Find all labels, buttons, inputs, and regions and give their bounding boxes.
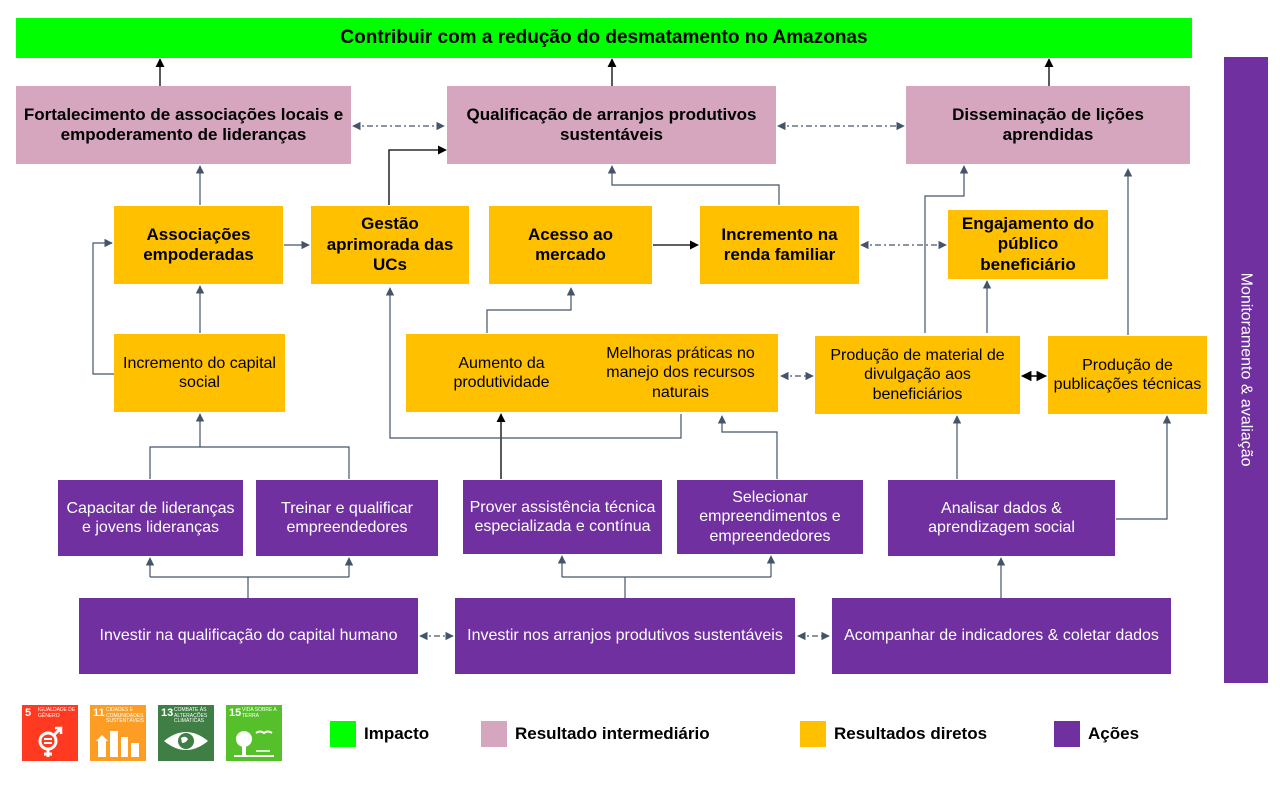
intermediate-qualificacao: Qualificação de arranjos produtivos sust… [447, 86, 776, 164]
sdg-15-number: 15 [229, 707, 242, 719]
direct-gestao-label: Gestão aprimorada das UCs [326, 214, 454, 275]
legend-label-diretos: Resultados diretos [834, 724, 988, 743]
legend-diretos: Resultados diretos [800, 721, 987, 747]
sdg-11-number: 11 [93, 707, 105, 719]
city-icon [96, 731, 139, 757]
legend-acoes: Ações [1054, 721, 1139, 747]
intermediate-disseminacao: Disseminação de lições aprendidas [906, 86, 1190, 164]
direct-aumento-label: Aumento da produtividade [453, 354, 550, 391]
direct-producao-publicacoes: Produção de publicações técnicas [1048, 336, 1207, 414]
impact-label: Contribuir com a redução do desmatamento… [340, 26, 868, 48]
direct-engajamento: Engajamento do público beneficiário [948, 210, 1108, 279]
direct-melhoras: Melhoras práticas no manejo dos recursos… [583, 334, 778, 412]
direct-producao-material-label: Produção de material de divulgação aos b… [830, 347, 1005, 403]
direct-associacoes-label: Associações empoderadas [143, 224, 254, 264]
intermediate-qualificacao-label: Qualificação de arranjos produtivos sust… [466, 104, 757, 144]
legend-impacto: Impacto [330, 721, 429, 747]
sdg-11-text: CIDADES E COMUNIDADES SUSTENTÁVEIS [106, 707, 145, 724]
action-investir-arranjos: Investir nos arranjos produtivos sustent… [455, 598, 795, 674]
direct-melhoras-label: Melhoras práticas no manejo dos recursos… [606, 345, 755, 401]
sdg-5-text: IGUALDADE DE GÊNERO [38, 707, 76, 719]
direct-acesso-label: Acesso ao mercado [527, 224, 614, 264]
direct-acesso: Acesso ao mercado [489, 206, 652, 284]
intermediate-fortalecimento-label: Fortalecimento de associações locais e e… [23, 104, 344, 144]
sdg-15-text: VIDA SOBRE A TERRA [242, 707, 277, 719]
action-investir-capital-label: Investir na qualificação do capital huma… [99, 627, 398, 645]
intermediate-fortalecimento: Fortalecimento de associações locais e e… [16, 86, 351, 164]
direct-aumento: Aumento da produtividade [406, 334, 597, 412]
legend-label-acoes: Ações [1088, 724, 1140, 743]
action-treinar: Treinar e qualificar empreendedores [256, 480, 438, 556]
legend-label-intermediario: Resultado intermediário [515, 724, 710, 743]
legend-label-impacto: Impacto [364, 724, 430, 743]
monitoring-label: Monitoramento & avaliação [1237, 273, 1255, 467]
sdg-badge-5: 5 IGUALDADE DE GÊNERO [22, 705, 78, 761]
eye-globe-icon [164, 732, 208, 750]
direct-producao-material: Produção de material de divulgação aos b… [815, 336, 1020, 414]
direct-associacoes: Associações empoderadas [114, 206, 283, 284]
legend-intermediario: Resultado intermediário [481, 721, 710, 747]
action-prover-label: Prover assistência técnica especializada… [469, 498, 656, 535]
action-capacitar-label: Capacitar de lideranças e jovens lideran… [66, 499, 235, 536]
legend-swatch-impacto [330, 721, 356, 747]
direct-incremento-capital-label: Incremento do capital social [123, 354, 276, 391]
direct-incremento-capital: Incremento do capital social [114, 334, 285, 412]
gender-equality-icon [38, 726, 63, 757]
arrow-gestao-qualificacao [388, 145, 447, 205]
legend-swatch-diretos [800, 721, 826, 747]
direct-producao-publicacoes-label: Produção de publicações técnicas [1053, 356, 1202, 393]
action-capacitar: Capacitar de lideranças e jovens lideran… [58, 480, 243, 556]
intermediate-disseminacao-label: Disseminação de lições aprendidas [952, 104, 1144, 144]
direct-engajamento-label: Engajamento do público beneficiário [961, 213, 1095, 274]
sdg-5-number: 5 [25, 707, 32, 719]
action-selecionar-label: Selecionar empreendimentos e empreendedo… [699, 489, 841, 545]
action-acompanhar-label: Acompanhar de indicadores & coletar dado… [844, 627, 1159, 645]
legend-swatch-acoes [1054, 721, 1080, 747]
impact-box: Contribuir com a redução do desmatamento… [16, 18, 1192, 58]
direct-incremento-renda-label: Incremento na renda familiar [721, 224, 838, 264]
sdg-13-number: 13 [161, 707, 174, 719]
sdg-badge-13: 13 COMBATE ÀS ALTERAÇÕES CLIMÁTICAS [158, 705, 214, 761]
sdg-badge-15: 15 VIDA SOBRE A TERRA [226, 705, 282, 761]
direct-gestao: Gestão aprimorada das UCs [311, 206, 469, 284]
action-analisar-label: Analisar dados & aprendizagem social [928, 499, 1075, 536]
action-selecionar: Selecionar empreendimentos e empreendedo… [677, 480, 863, 554]
action-prover: Prover assistência técnica especializada… [463, 480, 662, 554]
sdg-13-text: COMBATE ÀS ALTERAÇÕES CLIMÁTICAS [174, 707, 208, 724]
action-analisar: Analisar dados & aprendizagem social [888, 480, 1115, 556]
tree-bird-icon [234, 730, 274, 757]
monitoring-bar: Monitoramento & avaliação [1224, 57, 1268, 683]
sdg-badge-11: 11 CIDADES E COMUNIDADES SUSTENTÁVEIS [90, 705, 146, 761]
action-treinar-label: Treinar e qualificar empreendedores [281, 499, 413, 536]
legend-swatch-intermediario [481, 721, 507, 747]
action-investir-capital: Investir na qualificação do capital huma… [79, 598, 418, 674]
direct-incremento-renda: Incremento na renda familiar [700, 206, 859, 284]
action-investir-arranjos-label: Investir nos arranjos produtivos sustent… [467, 627, 783, 645]
action-acompanhar: Acompanhar de indicadores & coletar dado… [832, 598, 1171, 674]
